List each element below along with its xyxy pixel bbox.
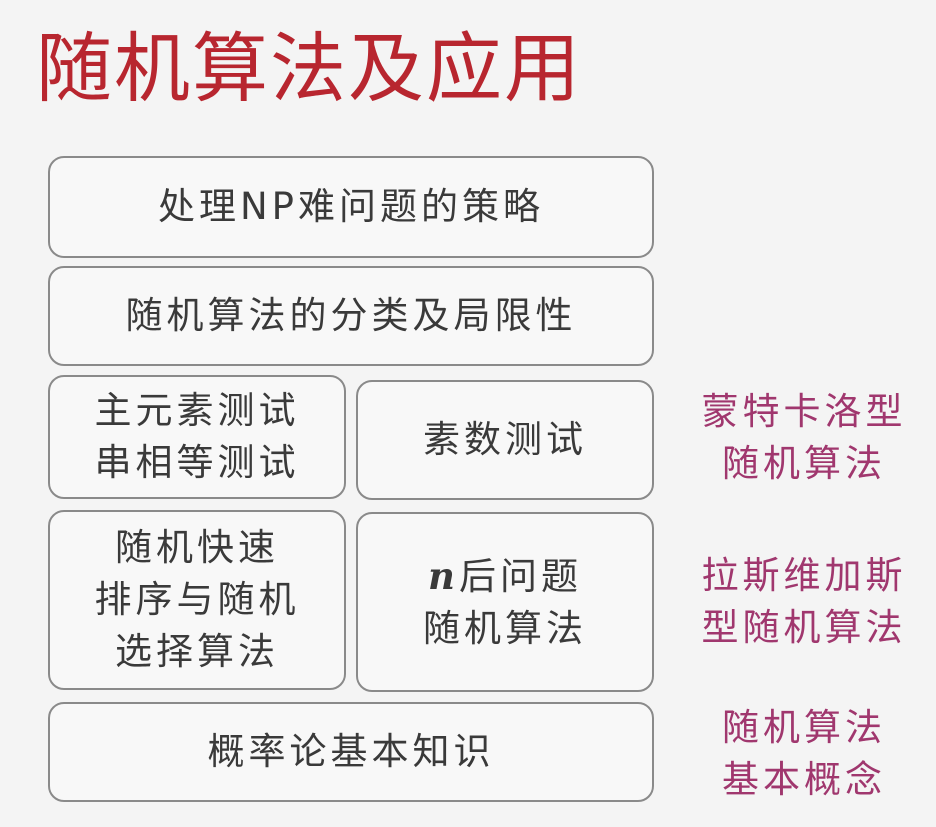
element-string-test-box[interactable]: 主元素测试 串相等测试 bbox=[48, 375, 346, 499]
page-title: 随机算法及应用 bbox=[36, 24, 582, 113]
monte-carlo-label: 蒙特卡洛型 随机算法 bbox=[701, 390, 907, 485]
random-quicksort-select-box[interactable]: 随机快速 排序与随机 选择算法 bbox=[48, 510, 346, 690]
n-queens-random-box[interactable]: n后问题 随机算法 bbox=[356, 512, 654, 692]
basic-concepts-label: 随机算法 基本概念 bbox=[722, 706, 886, 801]
np-hard-strategy-box[interactable]: 处理NP难问题的策略 bbox=[48, 156, 654, 258]
classification-limitations-box[interactable]: 随机算法的分类及局限性 bbox=[48, 266, 654, 366]
primality-test-box[interactable]: 素数测试 bbox=[356, 380, 654, 500]
probability-basics-box[interactable]: 概率论基本知识 bbox=[48, 702, 654, 802]
las-vegas-label: 拉斯维加斯 型随机算法 bbox=[701, 554, 907, 649]
n-queens-label: 后问题 随机算法 bbox=[423, 554, 587, 650]
n-variable: n bbox=[428, 553, 459, 598]
